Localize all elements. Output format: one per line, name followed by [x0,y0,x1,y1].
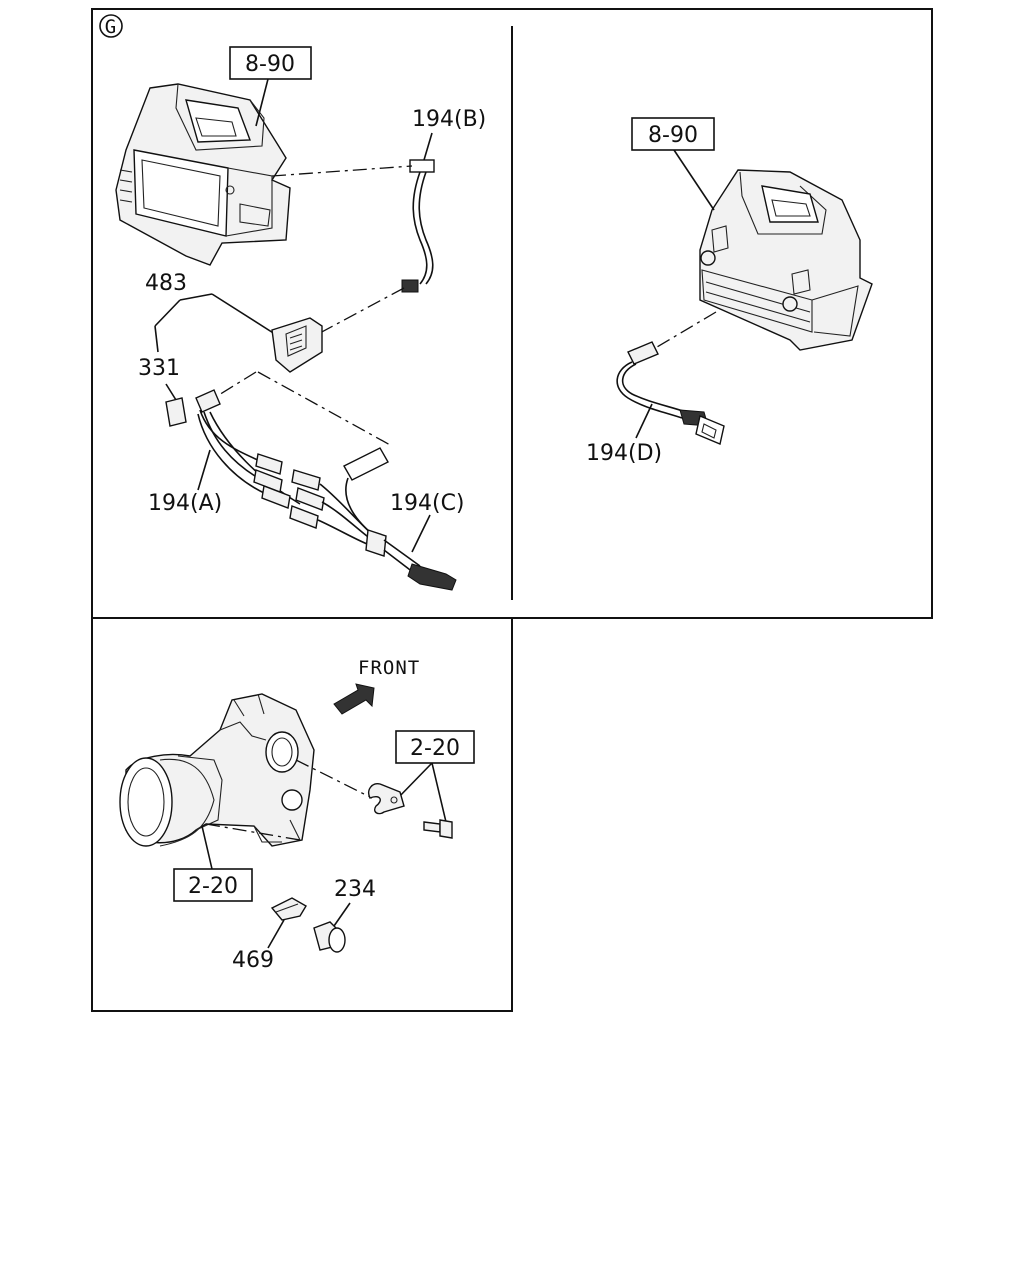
label-194b: 194(B) [412,107,486,132]
ref-8-90-top-left: 8-90 [229,46,312,127]
panel-frame-bottom [91,617,513,1012]
front-label: FRONT [358,657,420,679]
harness-194c: 194(C) [291,447,465,591]
ref-2-20-left: 2-20 [173,825,253,902]
label-331: 331 [138,356,180,381]
ref-2-20-right: 2-20 [395,730,475,823]
ref-8-90-top-right-text: 8-90 [648,123,698,148]
ref-2-20-left-text: 2-20 [188,874,238,899]
ref-8-90-top-left-text: 8-90 [245,52,295,77]
label-483: 483 [145,271,187,296]
part-483-module: 483 [145,271,323,373]
harness-194a: 194(A) [148,371,393,529]
part-331-clip: 331 [138,356,187,427]
section-mark: G [99,14,123,38]
section-mark-letter: G [105,16,117,38]
label-194c: 194(C) [390,491,465,516]
ref-2-20-right-text: 2-20 [410,736,460,761]
label-194d: 194(D) [586,441,662,466]
bracket-and-bolt [368,783,453,839]
audio-head-unit-left [115,83,291,266]
front-direction-indicator: FRONT [333,657,420,715]
front-arrow-icon [333,683,375,715]
harness-194d: 194(D) [586,311,725,466]
ref-8-90-top-right: 8-90 [631,117,715,211]
harness-194b: 194(B) [271,107,486,335]
label-234: 234 [334,877,376,902]
part-469-clip: 469 [232,897,307,973]
label-194a: 194(A) [148,491,222,516]
part-234-sensor: 234 [313,877,376,953]
transmission-extension-housing [119,693,373,847]
audio-head-unit-right [699,169,873,351]
label-469: 469 [232,948,274,973]
